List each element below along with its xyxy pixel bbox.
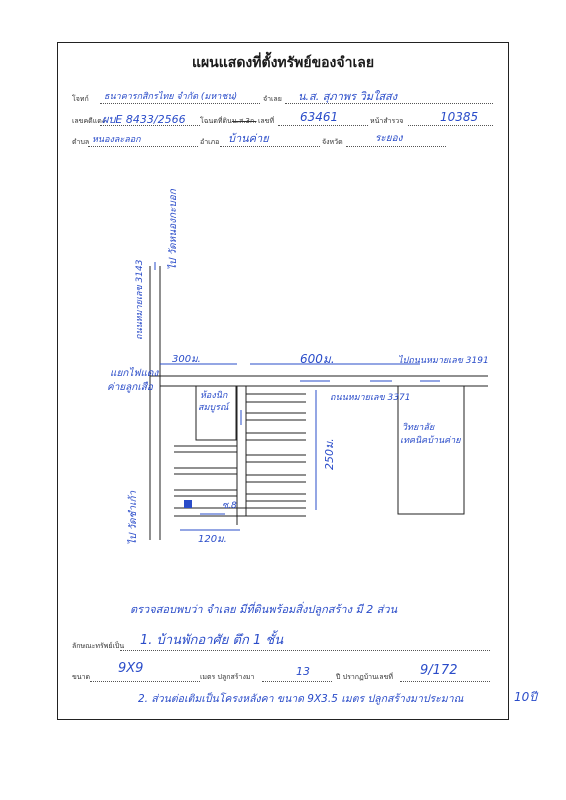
road-left-label: ถนนหมายเลข 3143 — [135, 259, 145, 340]
district-line — [220, 146, 320, 147]
case-value: ผบE 8433/2566 — [102, 113, 186, 126]
house-no-label: ปี ปรากฏบ้านเลขที่ — [336, 673, 393, 681]
document-frame — [57, 42, 509, 720]
size-line — [90, 681, 200, 682]
college-label-1: วิทยาลัย — [402, 423, 435, 433]
note-years: 10ปี — [514, 690, 537, 704]
lane-label: ซ.8 — [222, 501, 237, 511]
verified-text: ตรวจสอบพบว่า จำเลย มีที่ดินพร้อมสิ่งปลูก… — [130, 603, 398, 616]
junction-label-2: ค่ายลูกเสือ — [107, 382, 153, 393]
district-value: บ้านค่าย — [228, 132, 269, 145]
survey-page-value: 10385 — [440, 110, 479, 124]
deed-type-struck: น.ส.3ก. — [232, 117, 257, 125]
house-no-value: 9/172 — [420, 663, 458, 678]
district-label: อำเภอ — [200, 138, 220, 146]
age-line — [262, 681, 332, 682]
province-label: จังหวัด — [322, 138, 343, 146]
defendant-value: น.ส. สุภาพร วิมใสสง — [298, 90, 398, 103]
inner-road-label: ถนนหมายเลข 3371 — [330, 393, 411, 403]
house-no-line — [400, 681, 490, 682]
property-type-line — [120, 650, 490, 651]
size-unit-label: เมตร ปลูกสร้างมา — [200, 673, 255, 681]
subdistrict-label: ตำบล — [72, 138, 90, 146]
note-value: 2. ส่วนต่อเติมเป็นโครงหลังคา ขนาด 9X3.5 … — [138, 693, 464, 705]
survey-page-label: หน้าสำรวจ — [370, 117, 404, 125]
road-east-label: ไปถนนหมายเลข 3191 — [398, 356, 489, 366]
province-line — [346, 146, 446, 147]
college-block — [397, 385, 465, 515]
distance-600-label: 600ม. — [300, 352, 335, 366]
store-label-2: สมบูรณ์ — [198, 403, 229, 413]
distance-120-label: 120ม. — [198, 534, 227, 545]
junction-label-1: แยกไฟแดง — [110, 368, 159, 379]
plaintiff-line — [100, 103, 260, 104]
deed-type-label: โฉนดที่ดิน — [200, 117, 232, 125]
case-label: เลขคดีแดง — [72, 117, 106, 125]
province-value: ระยอง — [375, 133, 403, 144]
distance-300-label: 300ม. — [172, 354, 201, 365]
page-title: แผนแสดงที่ตั้งทรัพย์ของจำเลย — [191, 55, 375, 71]
store-block — [195, 385, 237, 441]
property-marker — [184, 500, 192, 508]
property-type-label: ลักษณะทรัพย์เป็น — [72, 642, 125, 650]
distance-250-label: 250ม. — [323, 438, 336, 470]
road-south-label: ไป วัดชำเก้า — [128, 490, 139, 545]
defendant-line — [285, 103, 493, 104]
deed-no-label: เลขที่ — [258, 117, 275, 125]
survey-page-line — [408, 125, 493, 126]
property-type-value: 1. บ้านพักอาศัย ตึก 1 ชั้น — [140, 633, 284, 648]
age-value: 13 — [296, 665, 310, 678]
subdistrict-line — [88, 146, 198, 147]
college-label-2: เทคนิคบ้านค่าย — [400, 436, 461, 446]
plaintiff-label: โจทก์ — [72, 95, 89, 103]
subdistrict-value: หนองละลอก — [92, 135, 141, 145]
store-label-1: ห้องนิก — [200, 391, 228, 401]
road-north-label: ไป วัดหนองกะบอก — [168, 189, 179, 270]
case-line — [100, 125, 200, 126]
deed-no-line — [278, 125, 368, 126]
size-value: 9X9 — [118, 661, 144, 676]
plaintiff-value: ธนาคารกสิกรไทย จำกัด (มหาชน) — [104, 92, 238, 102]
deed-no-value: 63461 — [300, 110, 339, 124]
size-label: ขนาด — [72, 673, 91, 681]
defendant-label: จำเลย — [263, 95, 282, 103]
